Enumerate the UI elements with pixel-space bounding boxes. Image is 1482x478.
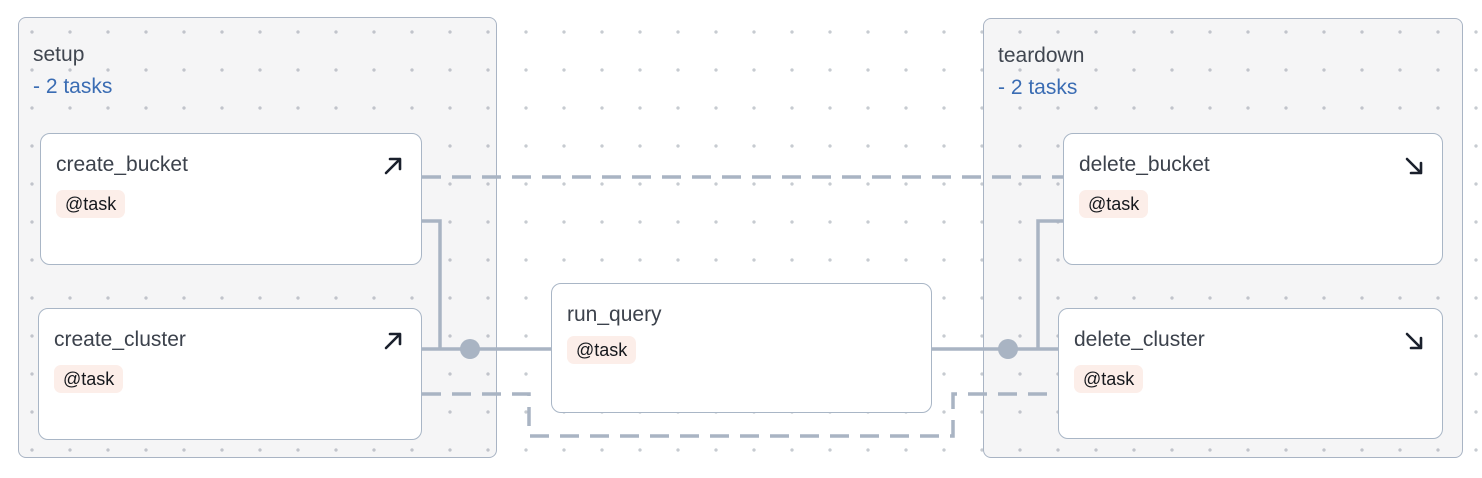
task-node-delete-cluster[interactable]: delete_cluster @task (1058, 308, 1443, 439)
task-name: delete_cluster (1074, 328, 1205, 351)
task-node-header: run_query (567, 301, 917, 329)
task-decorator-badge: @task (1079, 190, 1149, 218)
task-node-create-bucket[interactable]: create_bucket @task (40, 133, 422, 265)
task-decorator-badge: @task (56, 190, 126, 218)
task-name: create_cluster (54, 328, 186, 351)
task-name: delete_bucket (1079, 153, 1210, 176)
group-collapse-toggle-setup[interactable]: - 2 tasks (33, 75, 113, 98)
arrow-up-right-icon (381, 329, 405, 358)
group-label-teardown: teardown (998, 44, 1085, 67)
task-decorator-badge: @task (567, 336, 637, 364)
task-name: create_bucket (56, 153, 188, 176)
task-name: run_query (567, 303, 662, 326)
task-node-header: create_cluster (54, 326, 407, 358)
task-node-header: delete_bucket (1079, 151, 1428, 183)
task-node-create-cluster[interactable]: create_cluster @task (38, 308, 422, 440)
task-node-delete-bucket[interactable]: delete_bucket @task (1063, 133, 1443, 265)
group-label-setup: setup (33, 43, 85, 66)
arrow-down-right-icon (1402, 154, 1426, 183)
task-node-run-query[interactable]: run_query @task (551, 283, 932, 413)
arrow-up-right-icon (381, 154, 405, 183)
task-decorator-badge: @task (54, 365, 124, 393)
task-decorator-badge: @task (1074, 365, 1144, 393)
group-collapse-toggle-teardown[interactable]: - 2 tasks (998, 76, 1078, 99)
task-node-header: delete_cluster (1074, 326, 1428, 358)
task-node-header: create_bucket (56, 151, 407, 183)
arrow-down-right-icon (1402, 329, 1426, 358)
